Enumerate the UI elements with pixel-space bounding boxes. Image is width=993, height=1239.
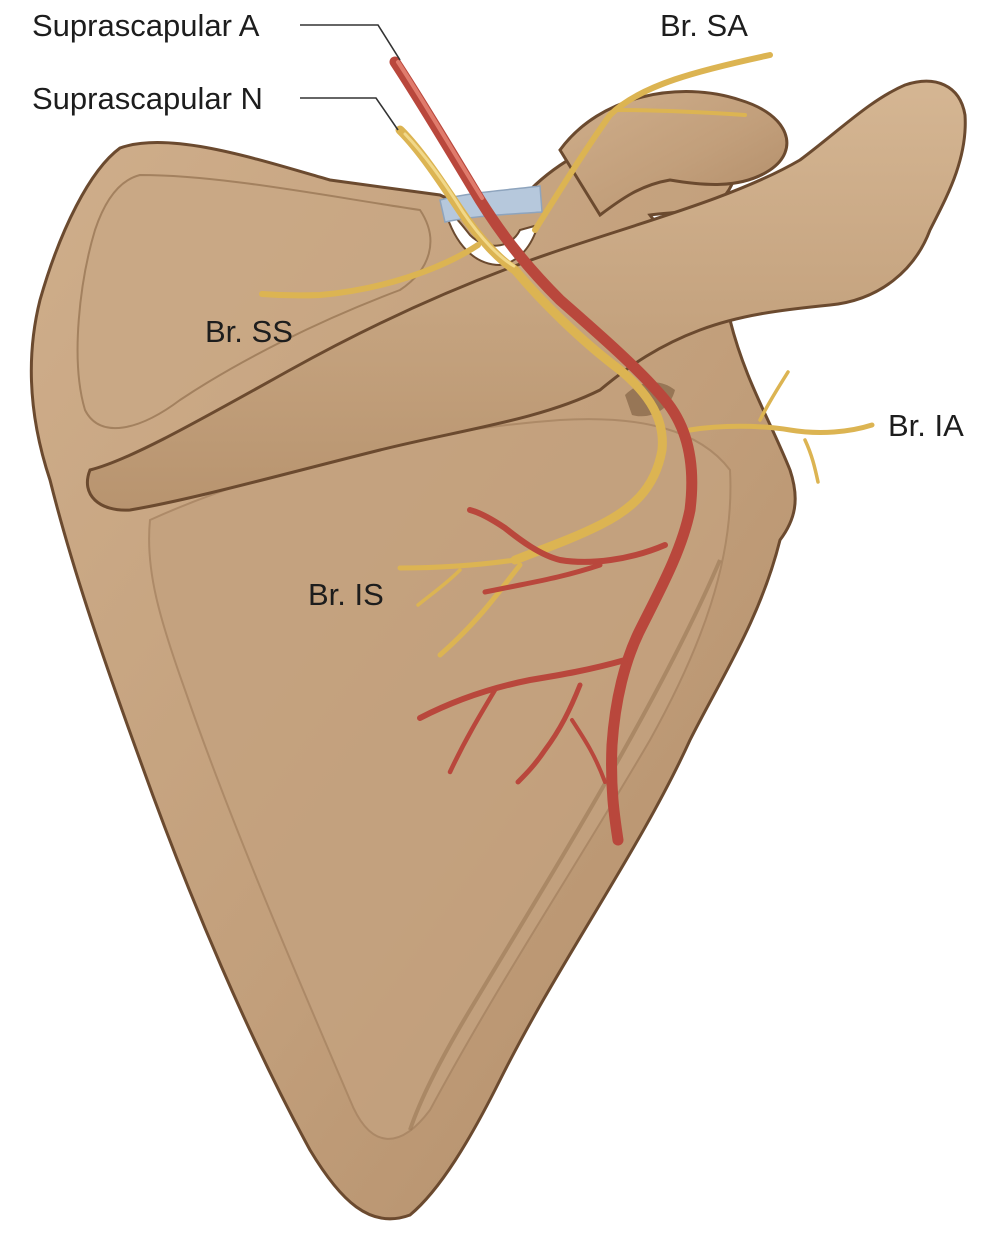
label-branch-is: Br. IS	[308, 577, 384, 612]
coracoid-process	[558, 90, 789, 218]
nerve-branch-ss	[259, 242, 481, 299]
label-suprascapular-nerve: Suprascapular N	[32, 81, 263, 116]
nerve-branch-sa-twig	[613, 108, 747, 117]
leader-suprascapular-artery	[300, 24, 401, 61]
artery-highlight	[396, 60, 484, 200]
leader-lines	[300, 24, 401, 131]
label-branch-ss: Br. SS	[205, 314, 293, 349]
labels: Suprascapular A Suprascapular N Br. SA B…	[32, 8, 964, 612]
suprascapular-artery	[389, 56, 698, 846]
artery-branch-upper	[467, 507, 668, 565]
label-suprascapular-artery: Suprascapular A	[32, 8, 260, 43]
supraspinous-fossa	[76, 173, 432, 430]
nerve-highlight	[403, 132, 516, 268]
infraspinous-fossa	[148, 418, 732, 1140]
artery-branch-lower-twig2	[515, 682, 583, 785]
artery-branch-mid	[482, 562, 603, 595]
label-branch-sa: Br. SA	[660, 8, 748, 43]
nerve-branch-ia-twig1	[758, 370, 790, 422]
nerve-branch-ia-twig2	[803, 438, 820, 484]
artery-branch-lower-twig3	[570, 718, 607, 784]
lateral-border-ridge	[408, 559, 722, 1131]
nerve-branch-sa	[532, 52, 773, 233]
nerve-branch-is-twig	[416, 568, 462, 607]
scapula	[29, 79, 967, 1221]
nerve-branch-is-lower	[437, 562, 523, 658]
label-branch-ia: Br. IA	[888, 408, 964, 443]
nerve-branch-ia	[687, 422, 875, 435]
suprascapular-nerve	[259, 52, 875, 658]
nerve-branch-is	[397, 557, 518, 571]
artery-trunk	[389, 56, 698, 846]
artery-branch-lower	[417, 657, 628, 721]
leader-suprascapular-nerve	[300, 97, 399, 131]
scapular-spine	[85, 79, 967, 512]
artery-branch-lower-twig1	[447, 687, 498, 775]
